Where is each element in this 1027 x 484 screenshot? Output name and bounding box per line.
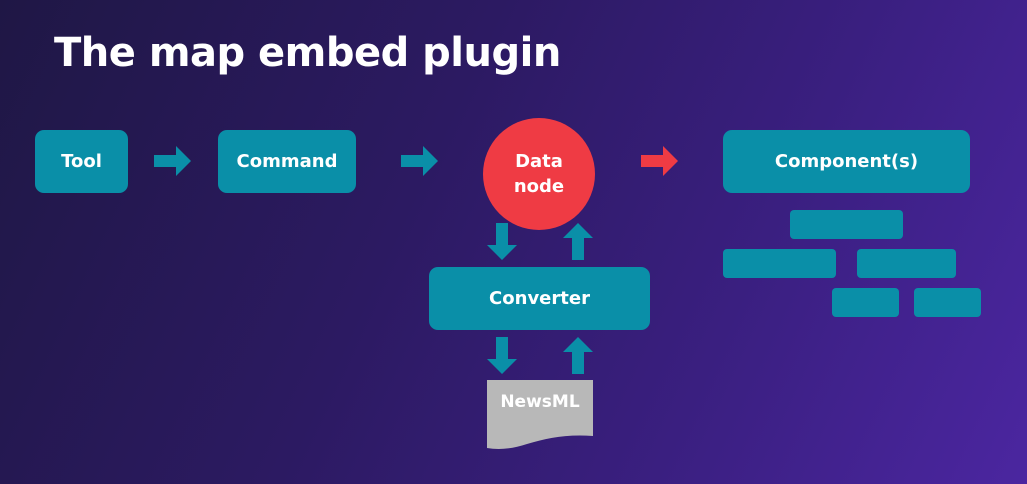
arrow-tool-to-command [154, 146, 191, 176]
data-node-label-line2: node [513, 176, 565, 197]
tool-label: Tool [61, 151, 102, 172]
arrow-data-node-to-converter [487, 223, 517, 260]
arrow-command-to-data-node [401, 146, 438, 176]
command-label: Command [236, 151, 338, 172]
arrow-newsml-to-converter [563, 337, 593, 374]
command-box: Command [218, 130, 356, 193]
data-node-circle: Data node [483, 118, 595, 230]
converter-box: Converter [429, 267, 650, 330]
converter-label: Converter [489, 288, 590, 309]
tool-box: Tool [35, 130, 128, 193]
component-child-2 [723, 249, 836, 278]
component-child-5 [914, 288, 981, 317]
component-child-4 [832, 288, 899, 317]
slide-title: The map embed plugin [54, 30, 561, 76]
newsml-document-icon [487, 380, 593, 449]
component-child-1 [790, 210, 903, 239]
component-child-3 [857, 249, 956, 278]
arrow-data-node-to-components [641, 146, 678, 176]
arrow-converter-to-newsml [487, 337, 517, 374]
components-box: Component(s) [723, 130, 970, 193]
arrow-converter-to-data-node [563, 223, 593, 260]
components-label: Component(s) [774, 151, 919, 172]
newsml-label: NewsML [500, 392, 580, 412]
data-node-label-line1: Data [515, 151, 563, 172]
